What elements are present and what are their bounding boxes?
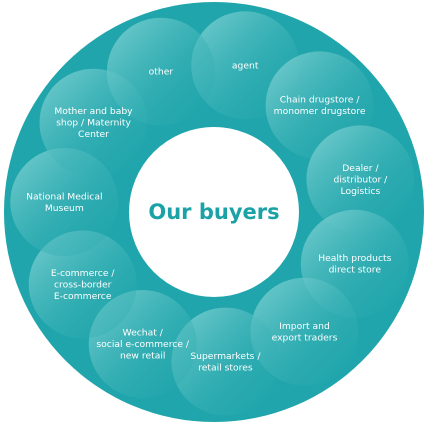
segment-label-line: Center (78, 129, 109, 140)
segment-label-line: cross-border (54, 280, 112, 291)
segment-label-supermarkets: Supermarkets /retail stores (190, 351, 261, 374)
segment-label-line: Health products (318, 253, 391, 264)
segment-bubble-supermarkets (171, 307, 280, 416)
segment-label-line: Wechat / (123, 328, 164, 339)
segment-label-line: Import and (279, 321, 330, 332)
segment-label-line: agent (232, 60, 259, 71)
segment-label-other: other (149, 67, 174, 78)
segment-label-line: National Medical (26, 191, 102, 202)
segment-label-agent: agent (232, 60, 259, 71)
segment-bubble-other (106, 17, 215, 126)
segment-label-line: Chain drugstore / (280, 95, 361, 106)
segment-bubble-e-commerce (28, 230, 137, 339)
segment-label-line: Dealer / (342, 163, 379, 174)
segment-label-line: Logistics (341, 186, 381, 197)
segment-label-wechat: Wechat /social e-commerce /new retail (96, 328, 190, 362)
segment-label-line: other (149, 67, 174, 78)
segment-label-dealer: Dealer /distributor /Logistics (334, 163, 389, 197)
segment-label-line: monomer drugstore (274, 106, 366, 117)
segment-label-line: export traders (272, 332, 338, 343)
center-circle (129, 127, 299, 297)
diagram-title: Our buyers (148, 200, 279, 224)
segment-label-line: shop / Maternity (56, 118, 131, 129)
segment-label-line: Supermarkets / (190, 351, 261, 362)
segment-label-line: new retail (120, 351, 165, 362)
segment-label-line: Mother and baby (54, 106, 133, 117)
segment-label-line: E-commerce (54, 291, 112, 302)
segment-bubble-dealer (306, 125, 415, 234)
segment-label-line: E-commerce / (51, 268, 116, 279)
segment-label-line: distributor / (334, 174, 389, 185)
segment-label-line: direct store (329, 265, 382, 276)
segment-label-line: retail stores (198, 362, 253, 373)
segment-label-chain-drugstore: Chain drugstore /monomer drugstore (274, 95, 366, 118)
segment-label-line: social e-commerce / (96, 339, 190, 350)
segment-label-line: Museum (45, 203, 84, 214)
segment-bubbles (10, 11, 415, 416)
